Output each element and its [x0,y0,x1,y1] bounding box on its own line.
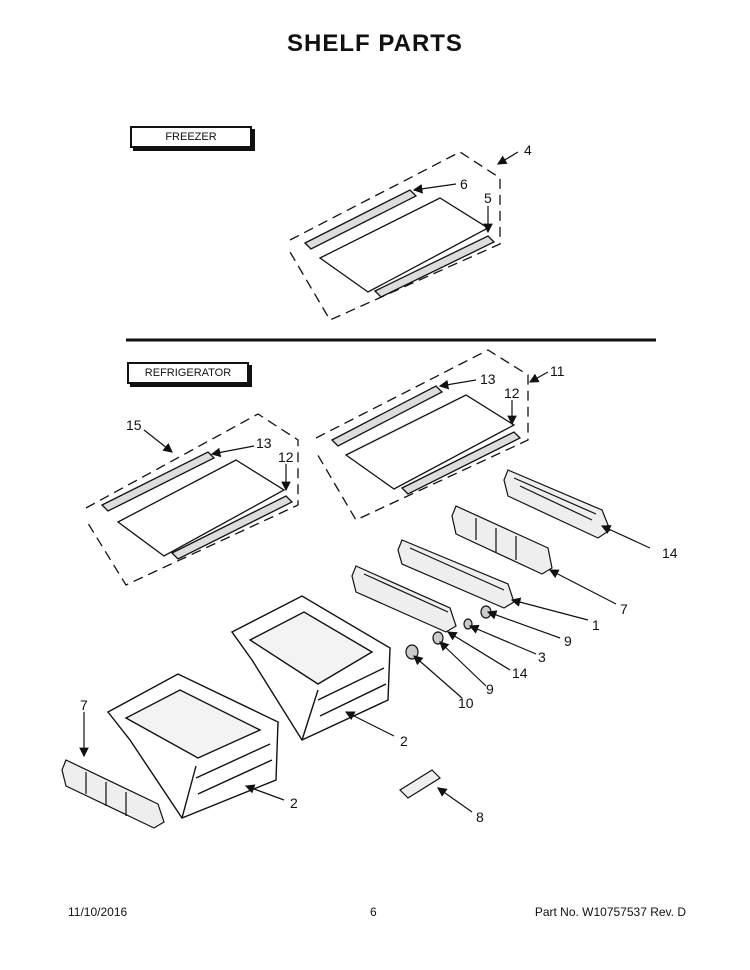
shelf-rail-1 [397,539,515,609]
crisper-bin-lower [106,673,280,819]
shelf-rail-14-lower [351,565,457,633]
callout-14: 14 [662,545,678,561]
callout-15: 15 [126,417,142,433]
footer-page-number: 6 [370,905,377,919]
callout-12: 12 [504,385,520,401]
callout-11: 11 [550,363,565,379]
page-title: SHELF PARTS [287,30,463,57]
footer-part-number: Part No. W10757537 Rev. D [534,905,686,919]
callout-14: 14 [512,665,528,681]
freezer-shelf-assembly [289,151,501,321]
shelf-rail-7-lower [61,759,165,829]
callout-9: 9 [486,681,494,697]
refrigerator-shelf-lower [85,413,299,586]
callout-6: 6 [460,176,468,192]
callout-13: 13 [480,371,496,387]
callout-10: 10 [458,695,474,711]
refrigerator-section-label: REFRIGERATOR [127,362,249,384]
leader-lines [79,151,651,813]
callout-13: 13 [256,435,272,451]
callout-3: 3 [538,649,546,665]
callout-2: 2 [400,733,408,749]
callout-12: 12 [278,449,294,465]
refrigerator-shelf-upper [315,349,529,521]
callout-9: 9 [564,633,572,649]
callout-7: 7 [80,697,88,713]
callout-1: 1 [592,617,600,633]
footer-date: 11/10/2016 [68,905,128,919]
shelf-rail-7 [451,505,553,575]
part-8-clip [399,769,441,799]
callout-4: 4 [524,142,532,158]
shelf-rail-14 [503,469,611,539]
callout-7: 7 [620,601,628,617]
callout-2: 2 [290,795,298,811]
callout-8: 8 [476,809,484,825]
freezer-section-label: FREEZER [130,126,252,148]
callout-numbers: 4 6 5 11 13 12 15 13 12 14 7 1 9 3 14 9 … [80,142,678,825]
callout-5: 5 [484,190,492,206]
